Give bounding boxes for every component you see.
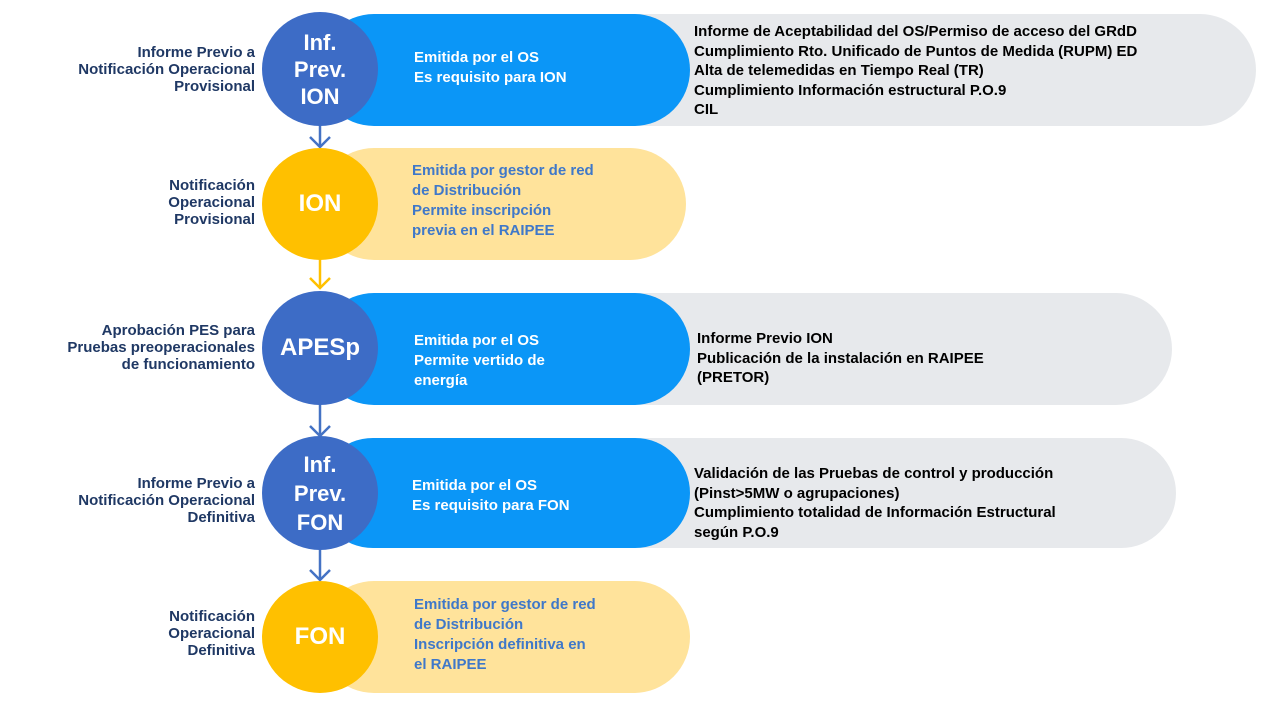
stage-5-side-label: Notificación Operacional Definitiva [168, 608, 255, 659]
stage-2-pill [318, 148, 686, 260]
stage-5-circle: FON [262, 581, 378, 693]
stage-2-circle: ION [262, 148, 378, 260]
arrow-4 [309, 547, 331, 582]
stage-1-pill [318, 14, 690, 126]
stage-1-requirements: Informe de Aceptabilidad del OS/Permiso … [694, 23, 1138, 118]
stage-2-side-label: Notificación Operacional Provisional [168, 177, 255, 228]
stage-2-pill-text: Emitida por gestor de red de Distribució… [412, 162, 594, 239]
stage-1-side-label: Informe Previo a Notificación Operaciona… [78, 44, 255, 95]
arrow-1 [309, 124, 331, 149]
stage-3-pill [318, 293, 690, 405]
stage-1-circle: Inf. Prev. ION [262, 12, 378, 126]
arrow-3 [309, 403, 331, 438]
stage-5-pill-text: Emitida por gestor de red de Distribució… [414, 596, 596, 673]
arrow-2 [309, 259, 331, 290]
stage-5-pill [318, 581, 690, 693]
stage-4-pill [318, 438, 690, 548]
stage-1-pill-text: Emitida por el OS Es requisito para ION [414, 49, 567, 86]
stage-3-requirements: Informe Previo ION Publicación de la ins… [697, 330, 984, 386]
stage-3-pill-text: Emitida por el OS Permite vertido de ene… [414, 332, 545, 389]
stage-4-requirements: Validación de las Pruebas de control y p… [694, 465, 1056, 541]
stage-3-circle: APESp [262, 291, 378, 405]
stage-4-side-label: Informe Previo a Notificación Operaciona… [78, 475, 255, 526]
stage-4-circle: Inf. Prev. FON [262, 436, 378, 550]
stage-4-pill-text: Emitida por el OS Es requisito para FON [412, 477, 570, 514]
stage-3-side-label: Aprobación PES para Pruebas preoperacion… [67, 322, 255, 373]
